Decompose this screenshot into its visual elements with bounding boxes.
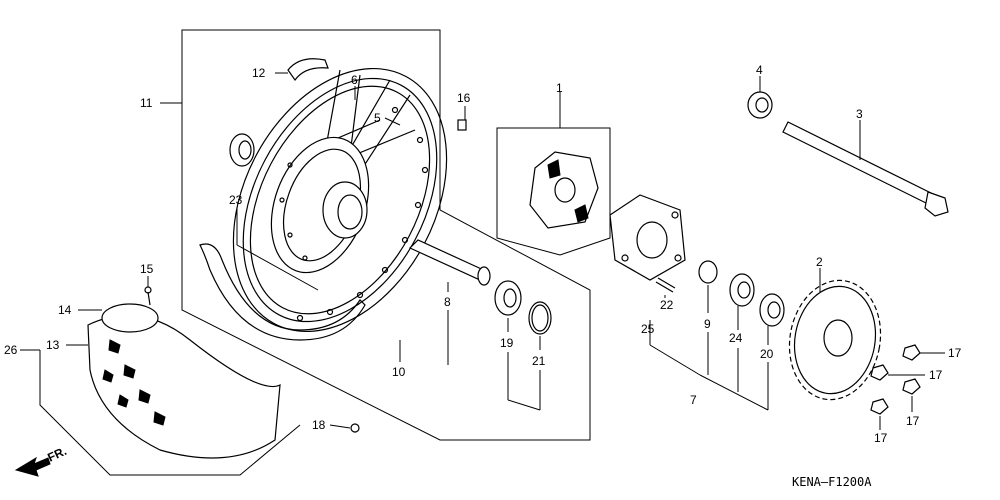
callout-15: 15: [140, 262, 154, 276]
circlip-21: [528, 301, 552, 335]
callout-22: 22: [660, 298, 674, 312]
callout-23: 23: [229, 193, 243, 207]
front-direction-arrow: FR.: [14, 444, 69, 477]
bearing-23: [229, 133, 255, 167]
diagram-code: KENA—F1200A: [792, 475, 872, 489]
stud-22: [655, 277, 676, 293]
direction-label: FR.: [45, 444, 68, 465]
callout-1: 1: [556, 81, 563, 95]
rim-strip: [199, 243, 366, 341]
rim-lock-18: [350, 423, 360, 433]
cush-rubber: [529, 151, 599, 229]
callout-5: 5: [374, 111, 381, 125]
sprocket-2: [788, 279, 882, 401]
rim-band-part-12: [287, 58, 329, 82]
callout-2: 2: [816, 255, 823, 269]
callout-12: 12: [252, 66, 266, 80]
callout-4: 4: [756, 63, 763, 77]
callout-16: 16: [457, 91, 471, 105]
valve-15: [144, 286, 152, 306]
callout-20: 20: [760, 347, 774, 361]
axle-3: [782, 121, 949, 217]
callout-25: 25: [641, 322, 655, 336]
callout-17-c: 17: [906, 414, 920, 428]
group-boxes: [39, 29, 611, 476]
callout-19: 19: [500, 336, 514, 350]
bearing-24: [729, 273, 755, 307]
flange-25: [609, 194, 686, 281]
callout-10: 10: [392, 365, 406, 379]
callout-18: 18: [312, 418, 326, 432]
callout-13: 13: [46, 338, 60, 352]
callout-3: 3: [856, 107, 863, 121]
seal-20: [759, 293, 785, 327]
tube-14: [101, 303, 159, 333]
callout-7: 7: [690, 393, 697, 407]
collar-4: [747, 91, 773, 119]
callout-21: 21: [532, 354, 546, 368]
hub: [270, 136, 370, 274]
callout-24: 24: [729, 331, 743, 345]
callout-11: 11: [140, 96, 153, 110]
callout-26: 26: [4, 343, 18, 357]
tire-13: [87, 314, 281, 459]
bearing-19: [494, 280, 522, 316]
nuts-17: [870, 344, 921, 415]
callout-14: 14: [58, 303, 72, 317]
callout-17-b: 17: [929, 368, 943, 382]
callout-8: 8: [444, 295, 451, 309]
collar-16: [457, 119, 467, 131]
callout-17-a: 17: [948, 346, 962, 360]
leader-lines: [20, 72, 945, 430]
callout-6: 6: [351, 73, 358, 87]
collar-9: [698, 260, 718, 284]
distance-collar-8: [408, 239, 491, 286]
callout-9: 9: [704, 317, 711, 331]
callout-17-d: 17: [874, 431, 888, 445]
wheel-rim: [232, 67, 448, 333]
callout-labels: 1 2 3 4 5 6 7 8 9 10 11 12 13 14 15 16 1…: [4, 63, 962, 445]
